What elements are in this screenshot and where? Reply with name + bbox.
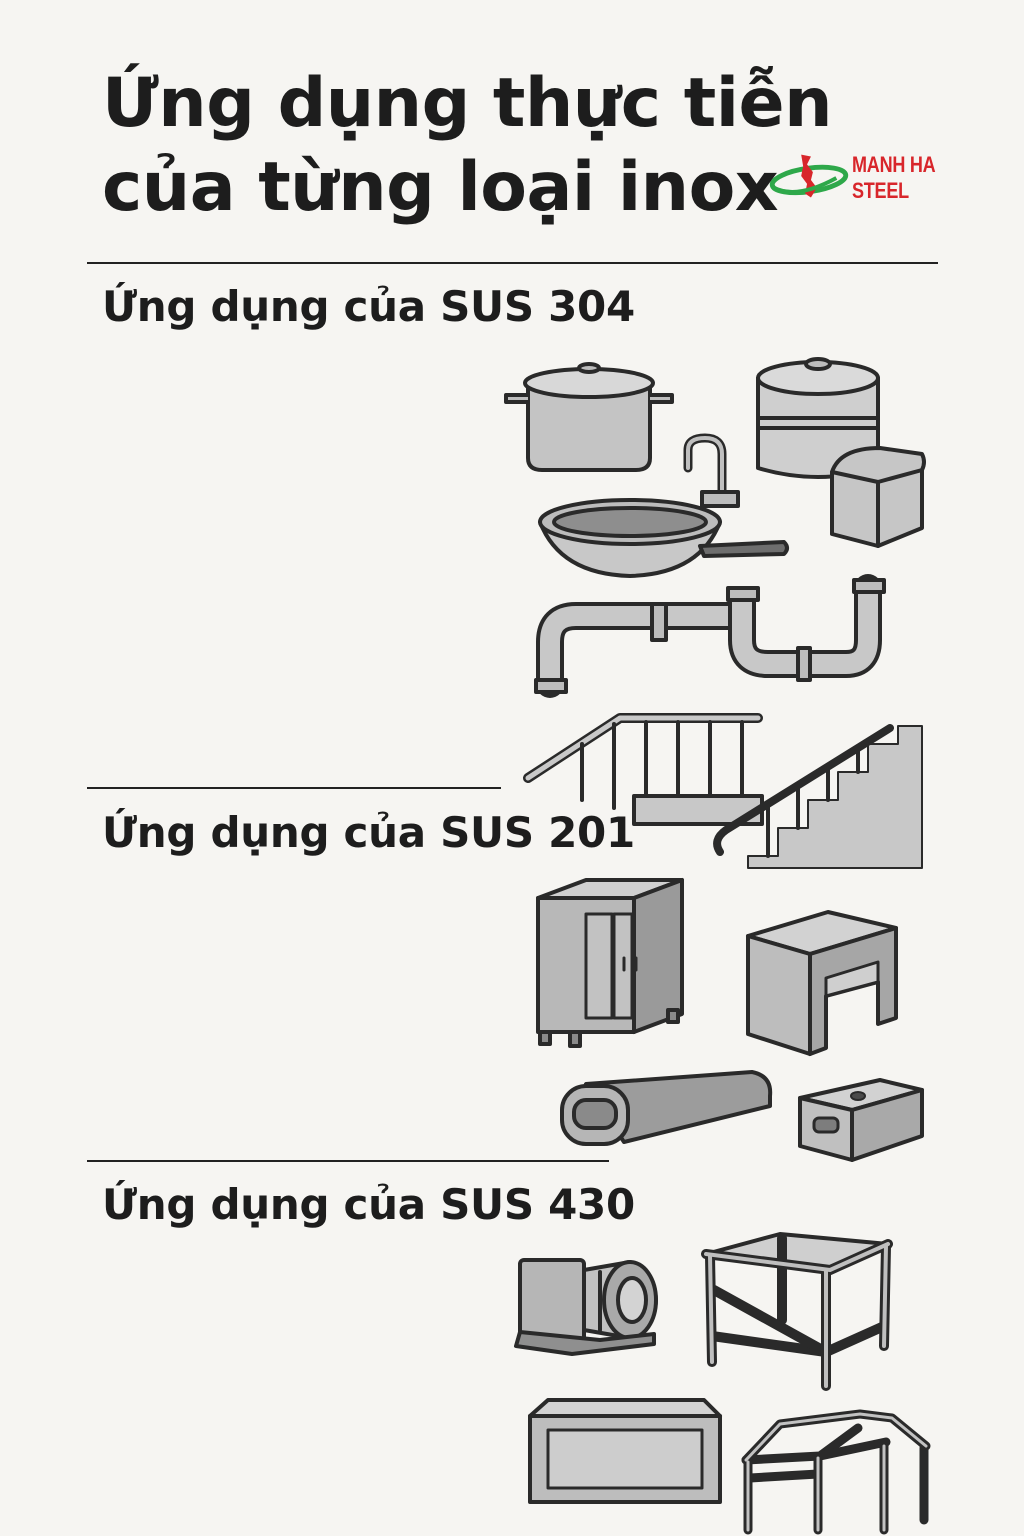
cooking-pot-icon (504, 362, 674, 472)
section-title-sus304: Ứng dụng của SUS 304 (102, 282, 635, 331)
staircase-railing-icon (713, 724, 923, 869)
brand-logo: MANH HA STEEL (768, 148, 1024, 208)
section-title-sus430: Ứng dụng của SUS 430 (102, 1180, 635, 1229)
motor-icon (514, 1258, 658, 1356)
divider-3 (87, 1160, 609, 1162)
vietnam-map-logo-icon (769, 154, 849, 198)
title-line-2: của từng loại inox (102, 148, 779, 227)
table-frame-icon (701, 1232, 893, 1391)
cabinet-icon (536, 878, 684, 1048)
shelf-table-icon (746, 910, 898, 1056)
logo-text: MANH HA STEEL (852, 152, 935, 203)
title-line-1: Ứng dụng thực tiễn (102, 64, 833, 143)
faucet-icon (683, 433, 740, 508)
duct-icon (560, 1070, 773, 1146)
roof-frame-icon (741, 1409, 931, 1535)
section-title-sus201: Ứng dụng của SUS 201 (102, 808, 635, 857)
container-box-icon (798, 1078, 924, 1162)
page-title: Ứng dụng thực tiễn của từng loại inox (102, 62, 833, 230)
divider-2 (87, 787, 501, 789)
pipe-icon (534, 574, 886, 698)
frying-pan-icon (538, 498, 789, 578)
bread-box-icon (830, 446, 926, 548)
stair-railing-icon (523, 713, 764, 826)
divider-1 (87, 262, 938, 264)
panel-box-icon (528, 1398, 722, 1504)
